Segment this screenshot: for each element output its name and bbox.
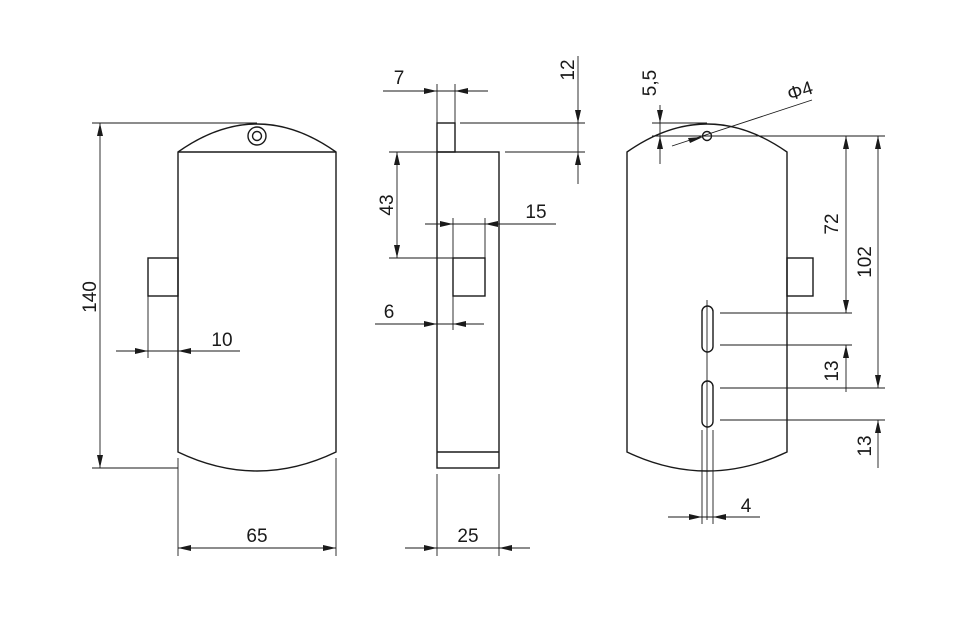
side-bolt-offset-dimension: 43	[377, 151, 453, 259]
side-body-outline	[436, 151, 500, 469]
rear-slot-width-dimension: 4	[668, 430, 760, 524]
side-bolt-depth-dimension: 6	[375, 296, 484, 330]
side-bolt-offset-label: 43	[377, 194, 398, 215]
side-bolt-width-dimension: 15	[425, 202, 556, 258]
side-bolt	[452, 257, 486, 297]
rear-slot2-length-label: 13	[855, 435, 876, 456]
front-bolt-dimension: 10	[116, 296, 240, 358]
rear-slot-width-label: 4	[741, 496, 752, 517]
rear-slot1-dimension: 72	[720, 136, 852, 314]
side-top-offset-label: 7	[394, 68, 405, 89]
front-keyhole-icon	[247, 126, 267, 146]
side-top-height-label: 12	[558, 59, 579, 80]
rear-top-dimension: 5,5	[640, 70, 885, 164]
rear-body-outline	[626, 123, 788, 472]
side-depth-label: 25	[457, 526, 478, 547]
side-top-height-dimension: 12	[460, 56, 585, 184]
rear-top-label: 5,5	[640, 70, 661, 96]
rear-slot2-length-dimension: 13	[720, 419, 885, 468]
front-height-dimension: 140	[80, 122, 257, 469]
side-top-offset-dimension: 7	[383, 68, 488, 123]
front-height-label: 140	[80, 281, 101, 313]
rear-slot1-length-dimension: 13	[720, 344, 852, 392]
rear-slot2-dimension: 102	[720, 136, 885, 389]
side-bolt-depth-label: 6	[384, 302, 395, 323]
front-view: 140 65 10	[80, 122, 337, 556]
front-width-label: 65	[246, 526, 267, 547]
rear-slot-lower	[701, 380, 714, 428]
rear-slot2-label: 102	[855, 246, 876, 278]
side-bolt-width-label: 15	[525, 202, 546, 223]
rear-view: 5,5 Φ4 72 102 13	[626, 70, 885, 524]
rear-hole-label: Φ4	[785, 78, 816, 106]
front-bolt-label: 10	[211, 330, 232, 351]
front-bolt	[147, 257, 179, 297]
side-top-tab	[436, 122, 456, 153]
front-width-dimension: 65	[177, 458, 337, 556]
front-body-outline	[177, 123, 337, 472]
side-view: 7 12 43 15	[375, 56, 585, 556]
rear-slot1-length-label: 13	[822, 360, 843, 381]
rear-bolt	[786, 257, 814, 297]
rear-slot1-label: 72	[822, 213, 843, 234]
rear-slot-upper	[701, 305, 714, 353]
side-depth-dimension: 25	[405, 474, 530, 556]
